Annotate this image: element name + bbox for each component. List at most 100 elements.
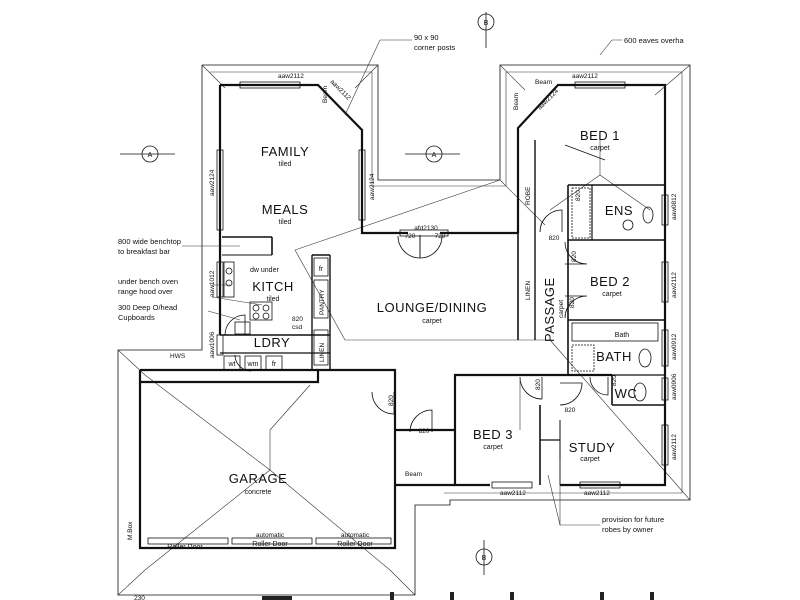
label-beam-bed1: Beam [535,79,552,86]
room-wc: WC [615,386,638,401]
dim-820-bed3-door: 820 [535,379,542,390]
note-eaves: 600 eaves overha [624,36,684,45]
dimension-labels: 720 720 820 820 820 820 820 820 820 820 … [292,190,618,435]
dim-820-passage: 820 [569,297,576,308]
note-corner-number: 230 [134,595,145,600]
room-passage-finish: carpet [558,300,565,318]
bottom-dimension-marks [262,592,654,600]
label-washing-machine: wm [247,361,259,368]
label-beam-link: Beam [405,471,422,478]
window-code-study-side: aaw2112 [671,434,678,460]
window-marks [147,81,669,545]
window-code-family-top: aaw2112 [278,73,304,80]
window-code-bath: aaw0912 [671,333,678,360]
section-markers [120,12,495,575]
label-wash-trough: wt [228,361,236,368]
section-a-left: A [148,152,153,159]
label-hws: HWS [170,353,186,360]
room-meals: MEALS [262,202,309,217]
fixture-bath-tub: Bath [615,332,630,339]
external-walls [138,83,667,550]
window-code-bed3-bottom: aaw2112 [500,490,526,497]
room-bed1-finish: carpet [590,145,610,152]
dim-820-wc-door: 820 [611,375,618,386]
note-robes-2: robes by owner [602,525,654,534]
note-oven-2: range hood over [118,287,173,296]
label-robe: ROBE [525,186,532,205]
window-code-bed1-corner: aaw2124 [536,88,560,112]
annotation-notes: 90 x 90 corner posts 600 eaves overha 80… [118,33,684,600]
room-bed3-finish: carpet [483,444,503,451]
room-kitchen-finish: tiled [267,296,280,303]
window-code-ensuite: aaw0812 [671,193,678,220]
label-meter-box: M.Box [127,521,134,540]
dim-720-right: 720 [435,233,446,240]
fixtures [223,187,659,430]
note-cupboards-2: Cupboards [118,313,155,322]
label-roller-door-1: Roller Door [167,544,203,551]
label-fridge-laundry: fr [272,361,277,368]
label-roller-door-3-auto: automatic [341,532,370,539]
room-laundry: LDRY [254,335,290,350]
label-beam-family: Beam [322,86,329,103]
leader-lines [182,39,622,526]
label-pantry: PANTRY [319,289,326,315]
window-code-wc: aaw0906 [671,373,678,400]
section-b-top: B [484,20,489,27]
room-garage-finish: concrete [245,489,272,496]
room-lounge-dining: LOUNGE/DINING [377,300,488,315]
window-code-kitchen: aaw1012 [209,270,216,297]
room-bed3: BED 3 [473,427,513,442]
window-code-bed1-top: aaw2112 [572,73,598,80]
dim-820-ensuite-door: 820 [575,190,582,201]
dim-720-left: 720 [405,233,416,240]
door-swings [224,144,609,433]
room-bed2: BED 2 [590,274,630,289]
note-cupboards-1: 300 Deep O/head [118,303,177,312]
note-oven-1: under bench oven [118,277,178,286]
window-code-meals-left: aaw2124 [209,169,216,196]
label-dishwasher: dw under [250,267,279,274]
note-robes-1: provision for future [602,515,664,524]
room-passage: PASSAGE [542,277,557,342]
section-letters: A A B B [148,20,489,562]
room-ensuite: ENS [605,203,633,218]
label-fridge: fr [319,266,324,273]
note-corner-posts-1: 90 x 90 [414,33,439,42]
window-code-bed2: aaw2112 [671,272,678,298]
window-code-family-right: aaw2124 [369,173,376,200]
dim-820-link: 820 [419,428,430,435]
note-corner-posts-2: corner posts [414,43,456,52]
label-linen-laundry: LINEN [319,343,326,362]
room-labels: FAMILY tiled MEALS tiled KITCH tiled LOU… [229,128,638,496]
label-csd: csd [292,324,303,331]
room-bed2-finish: carpet [602,291,622,298]
dim-820-garage-door: 820 [388,395,395,406]
room-meals-finish: tiled [279,219,292,226]
window-code-lounge-door: afd2130 [414,225,438,232]
internal-walls [220,140,665,485]
section-a-right: A [432,152,437,159]
fixture-labels: fr fr wt wm csd dw under HWS M.Box Rolle… [127,79,552,551]
dim-820-study-door: 820 [565,407,576,414]
room-family-finish: tiled [279,161,292,168]
label-roller-door-2: Roller Door [252,541,288,548]
note-benchtop-1: 800 wide benchtop [118,237,181,246]
room-lounge-finish: carpet [422,318,442,325]
dim-820-kitchen: 820 [292,316,303,323]
room-study-finish: carpet [580,456,600,463]
window-code-study-bottom: aaw2112 [584,490,610,497]
section-b-bottom: B [482,555,487,562]
label-linen-passage: LINEN [525,281,532,300]
room-study: STUDY [569,440,616,455]
roof-outline [117,64,691,596]
dim-820-bed1-door: 820 [549,235,560,242]
room-garage: GARAGE [229,471,288,486]
label-beam-bed1-side: Beam [513,93,520,110]
label-roller-door-3: Roller Door [337,541,373,548]
room-kitchen: KITCH [252,279,294,294]
window-code-laundry: aaw1006 [209,331,216,358]
label-roller-door-2-auto: automatic [256,532,285,539]
dim-820-bed2-door: 820 [571,251,578,262]
